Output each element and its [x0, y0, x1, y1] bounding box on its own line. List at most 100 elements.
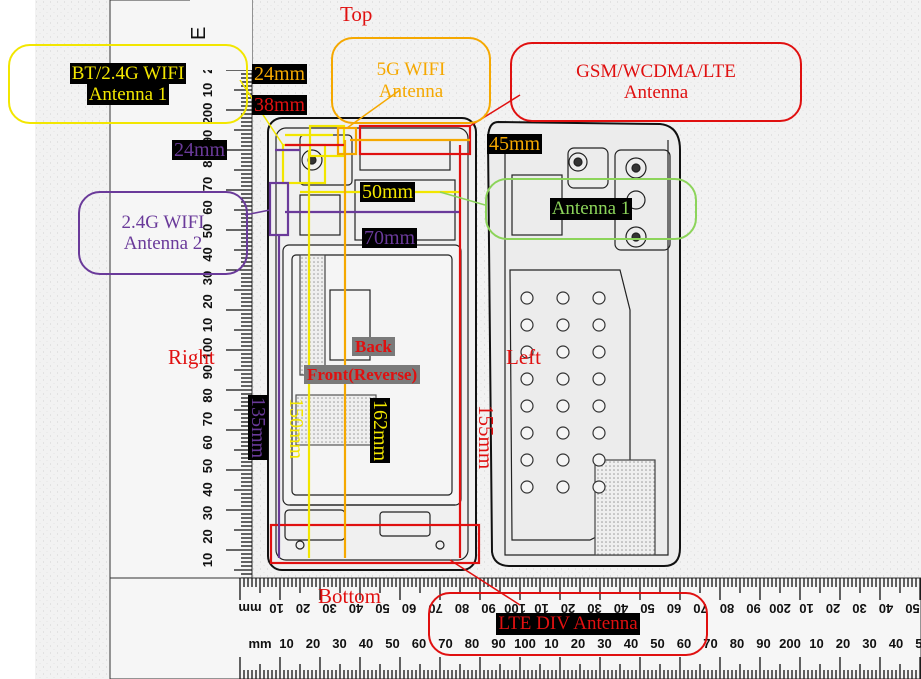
bottom-ruler-label: 30: [852, 601, 866, 616]
label-top: Top: [340, 2, 373, 26]
annotation-lines: [239, 79, 521, 606]
bottom-ruler-label-lower: 20: [836, 636, 850, 651]
dimension-45mm: 45mm: [487, 133, 543, 155]
callout-antenna-1: Antenna 1: [485, 178, 697, 240]
bottom-ruler-label: 20: [296, 601, 310, 616]
callout-lte-div-line1: LTE DIV Antenna: [496, 613, 640, 635]
bottom-ruler-label-lower: 40: [889, 636, 903, 651]
callout-5g-wifi-line2: Antenna: [378, 80, 444, 102]
bottom-ruler-label-lower: 20: [571, 636, 585, 651]
callout-5g-wifi-antenna: 5G WIFI Antenna: [331, 37, 491, 124]
bottom-ruler-label: 60: [667, 601, 681, 616]
left-ruler-label: 70: [200, 412, 215, 426]
label-left: Left: [506, 345, 541, 369]
dimension-150mm: 150mm: [285, 398, 307, 460]
left-ruler-label: 10: [200, 83, 215, 97]
dimension-155mm: 155mm: [474, 405, 498, 470]
callout-antenna-1-line1: Antenna 1: [549, 198, 633, 220]
bottom-ruler-label: 50: [905, 601, 919, 616]
bottom-ruler-label: 10: [534, 601, 548, 616]
callout-5g-wifi-line1: 5G WIFI: [376, 59, 446, 81]
dimension-24mm-yellow: 24mm: [252, 63, 308, 85]
left-ruler-label: 40: [200, 247, 215, 261]
left-ruler-label: 200: [200, 103, 215, 125]
left-ruler-label: 90: [200, 365, 215, 379]
callout-bt-wifi-line1: BT/2.4G WIFI: [69, 62, 187, 84]
bottom-ruler-label: mm: [238, 601, 261, 616]
left-ruler-label: 10: [200, 553, 215, 567]
bottom-ruler-label-lower: 10: [279, 636, 293, 651]
bottom-ruler-label-lower: 80: [730, 636, 744, 651]
bottom-ruler-label-lower: 40: [359, 636, 373, 651]
bottom-ruler-label: 20: [826, 601, 840, 616]
bottom-ruler-label: 200: [769, 601, 791, 616]
left-ruler-label: 50: [200, 459, 215, 473]
bottom-ruler: mmmm101020203030404050506060707080809090…: [109, 577, 921, 679]
callout-gsm-wcdma-lte-antenna: GSM/WCDMA/LTE Antenna: [510, 42, 802, 122]
bottom-ruler-label-lower: 80: [465, 636, 479, 651]
left-ruler-label: 80: [200, 388, 215, 402]
label-back: Back: [352, 337, 395, 356]
bottom-ruler-label: 80: [455, 601, 469, 616]
left-ruler-label: 10: [200, 318, 215, 332]
bottom-ruler-label: 90: [746, 601, 760, 616]
bottom-ruler-label-lower: 30: [862, 636, 876, 651]
bottom-ruler-label: 50: [640, 601, 654, 616]
callout-bt-wifi-line2: Antenna 1: [86, 84, 170, 106]
bottom-ruler-label-lower: 60: [412, 636, 426, 651]
bottom-ruler-label-lower: 50: [915, 636, 921, 651]
callout-2-4g-wifi-antenna-2: 2.4G WIFI Antenna 2: [78, 191, 248, 275]
bottom-ruler-label-lower: 40: [624, 636, 638, 651]
bottom-ruler-label: 60: [402, 601, 416, 616]
label-bottom: Bottom: [318, 584, 382, 608]
left-ruler-label: 60: [200, 435, 215, 449]
bottom-ruler-label-lower: 50: [385, 636, 399, 651]
dimension-38mm: 38mm: [252, 94, 308, 116]
bottom-ruler-label-lower: 30: [332, 636, 346, 651]
bottom-ruler-label-lower: 50: [650, 636, 664, 651]
label-right: Right: [168, 345, 215, 369]
bottom-ruler-label-lower: 10: [809, 636, 823, 651]
callout-gsm-line2: Antenna: [623, 82, 689, 103]
left-ruler-label: 70: [200, 177, 215, 191]
bottom-ruler-label: 40: [349, 601, 363, 616]
bottom-ruler-label: 40: [879, 601, 893, 616]
bottom-ruler-label-lower: mm: [248, 636, 271, 651]
left-ruler-label: 40: [200, 482, 215, 496]
bottom-ruler-label-lower: 30: [597, 636, 611, 651]
dimension-24mm-purple: 24mm: [172, 139, 228, 161]
bottom-ruler-label-lower: 90: [756, 636, 770, 651]
bottom-ruler-label: 100: [504, 601, 526, 616]
left-ruler-label: 20: [200, 529, 215, 543]
bottom-ruler-label: 20: [561, 601, 575, 616]
bottom-ruler-label: 90: [481, 601, 495, 616]
bottom-ruler-label-lower: 100: [514, 636, 536, 651]
bottom-ruler-label: 30: [322, 601, 336, 616]
dimension-135mm: 135mm: [247, 395, 269, 461]
callout-gsm-line1: GSM/WCDMA/LTE: [576, 60, 736, 82]
dimension-70mm: 70mm: [362, 227, 418, 249]
callout-wifi2-line1: 2.4G WIFI: [121, 211, 205, 233]
left-ruler-label: 20: [200, 294, 215, 308]
bottom-ruler-label-lower: 90: [491, 636, 505, 651]
callout-bt-wifi-antenna-1: BT/2.4G WIFI Antenna 1: [8, 44, 248, 124]
left-ruler-label: 30: [200, 506, 215, 520]
bottom-ruler-label: 80: [720, 601, 734, 616]
phone-back-cover: [486, 120, 681, 567]
bottom-ruler-label-lower: 20: [306, 636, 320, 651]
label-front-reverse: Front(Reverse): [304, 365, 421, 384]
bottom-ruler-label: 50: [375, 601, 389, 616]
callout-wifi2-line2: Antenna 2: [123, 233, 203, 254]
callout-lte-div-antenna: LTE DIV Antenna: [428, 592, 708, 656]
bottom-ruler-label: 30: [587, 601, 601, 616]
svg-text:E: E: [188, 27, 210, 40]
bottom-ruler-label: 10: [799, 601, 813, 616]
bottom-ruler-label-lower: 10: [544, 636, 558, 651]
dimension-162mm: 162mm: [369, 398, 391, 464]
left-ruler-label: 100: [200, 338, 215, 360]
bottom-ruler-label: 10: [269, 601, 283, 616]
bottom-ruler-label: 40: [614, 601, 628, 616]
dimension-50mm: 50mm: [360, 181, 416, 203]
bottom-ruler-label-lower: 200: [779, 636, 801, 651]
